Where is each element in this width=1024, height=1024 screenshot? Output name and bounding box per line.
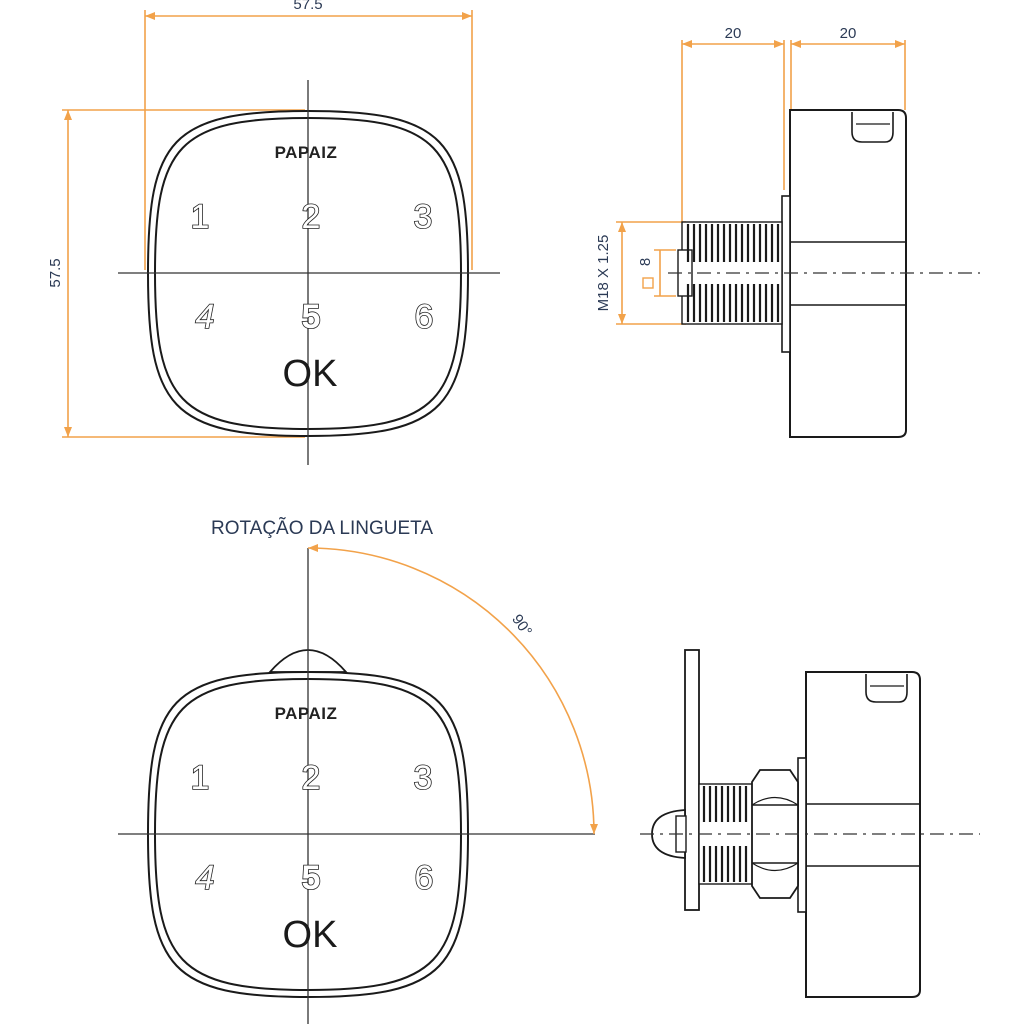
- thread-teeth: [702, 786, 748, 882]
- brand-logo: PAPAIZ: [275, 143, 338, 162]
- key-5: 5: [302, 298, 321, 336]
- key-4: 4: [196, 859, 215, 897]
- arrow-head: [618, 222, 626, 232]
- lock-body-side: [789, 109, 907, 438]
- square-symbol: [642, 277, 654, 289]
- front-view-bottom: ROTAÇÃO DA LINGUETA 90° PAPAIZ 1 2 3 4 5…: [118, 517, 598, 1024]
- latch-plate: [684, 649, 700, 911]
- square-size-label: 8: [637, 258, 654, 266]
- depth-label-right: 20: [840, 25, 857, 42]
- key-1: 1: [191, 198, 210, 236]
- rotation-arc: [307, 547, 595, 835]
- arrow-head: [145, 12, 155, 20]
- arrow-head: [590, 824, 598, 834]
- arrow-head: [618, 314, 626, 324]
- side-view-top: 20 20 M18 X 1.25 8: [595, 25, 980, 438]
- key-1: 1: [191, 759, 210, 797]
- depth-label-left: 20: [725, 25, 742, 42]
- front-view-top: 57.5 57.5 PAPAIZ 1 2 3 4 5 6 OK: [47, 0, 500, 465]
- rotation-angle-label: 90°: [508, 611, 535, 639]
- key-2: 2: [302, 198, 321, 236]
- rotation-caption: ROTAÇÃO DA LINGUETA: [211, 517, 433, 539]
- arrow-head: [682, 40, 692, 48]
- flange: [781, 195, 791, 353]
- key-6: 6: [415, 298, 434, 336]
- brand-logo: PAPAIZ: [275, 704, 338, 723]
- arrow-head: [462, 12, 472, 20]
- arrow-head: [791, 40, 801, 48]
- key-4: 4: [196, 298, 215, 336]
- ok-key: OK: [283, 353, 338, 395]
- nut-chamfer: [751, 862, 799, 872]
- front-height-label: 57.5: [47, 258, 64, 287]
- flange: [797, 757, 807, 913]
- battery-slot: [865, 674, 908, 703]
- thread-spec-label: M18 X 1.25: [595, 235, 612, 312]
- battery-slot: [851, 112, 894, 143]
- key-6: 6: [415, 859, 434, 897]
- key-3: 3: [414, 759, 433, 797]
- hex-nut: [751, 769, 799, 899]
- arrow-head: [774, 40, 784, 48]
- arrow-head: [64, 110, 72, 120]
- side-view-bottom: [640, 649, 980, 998]
- front-width-label: 57.5: [293, 0, 322, 13]
- thread-teeth: [686, 224, 780, 322]
- ok-key: OK: [283, 914, 338, 956]
- key-3: 3: [414, 198, 433, 236]
- lock-body-side: [805, 671, 921, 998]
- arrow-head: [308, 544, 318, 552]
- arrow-head: [895, 40, 905, 48]
- nut-chamfer: [751, 796, 799, 806]
- key-2: 2: [302, 759, 321, 797]
- arrow-head: [64, 427, 72, 437]
- key-5: 5: [302, 859, 321, 897]
